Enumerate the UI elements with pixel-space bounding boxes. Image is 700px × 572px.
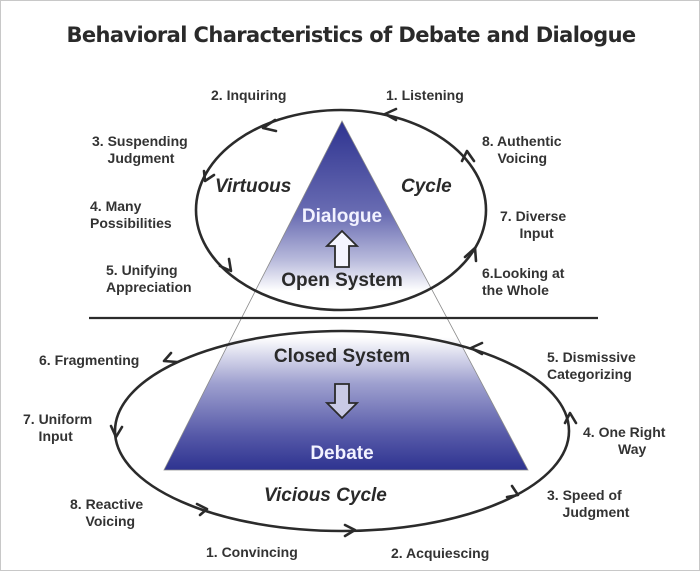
behavior-one-right-way: 4. One Right Way <box>583 424 666 457</box>
arrowhead-icon <box>109 424 124 439</box>
arrowhead-icon <box>343 523 357 538</box>
behavior-speed-of-judgment: 3. Speed of Judgment <box>547 487 630 520</box>
behavior-diverse-input: 7. Diverse Input <box>500 208 567 241</box>
virtuous-cycle-ellipse <box>194 108 488 312</box>
arrowhead-icon <box>195 502 209 517</box>
behavior-dismissive-categorizing: 5. Dismissive Categorizing <box>547 349 636 382</box>
arrowhead-icon <box>218 257 233 273</box>
up-arrow-icon <box>324 229 360 268</box>
arrowhead-icon <box>383 107 398 122</box>
arrowhead-icon <box>505 484 520 499</box>
pyramid-outline <box>163 120 529 471</box>
behavior-suspending-judgment: 3. Suspending Judgment <box>92 133 188 166</box>
closed-system-label: Closed System <box>273 346 411 367</box>
arrowhead-icon <box>162 351 179 364</box>
arrowhead-icon <box>563 411 578 425</box>
behavior-fragmenting: 6. Fragmenting <box>39 352 140 368</box>
behavior-looking-at-whole: 6.Looking at the Whole <box>482 265 565 298</box>
vicious-cycle-label: Vicious Cycle <box>264 485 387 506</box>
vicious-cycle-ellipse <box>113 329 571 533</box>
behavior-inquiring: 2. Inquiring <box>211 87 287 103</box>
dialogue-label: Dialogue <box>301 206 383 227</box>
arrowhead-icon <box>460 149 476 163</box>
arrowhead-icon <box>469 341 484 356</box>
open-system-label: Open System <box>281 270 403 291</box>
arrowhead-icon <box>463 246 478 263</box>
behavior-convincing: 1. Convincing <box>206 544 298 560</box>
behavior-acquiescing: 2. Acquiescing <box>391 545 490 561</box>
diagram-title: Behavioral Characteristics of Debate and… <box>66 23 636 47</box>
behavior-listening: 1. Listening <box>386 87 464 103</box>
behavior-uniform-input: 7. Uniform Input <box>23 411 93 444</box>
debate-label: Debate <box>310 443 374 464</box>
down-arrow-icon <box>324 383 360 420</box>
behavior-unifying-appreciation: 5. Unifying Appreciation <box>106 262 192 295</box>
behavior-many-possibilities: 4. Many Possibilities <box>90 198 172 231</box>
arrowhead-icon <box>261 118 278 133</box>
virtuous-label: Virtuous <box>215 176 292 197</box>
behavior-reactive-voicing: 8. Reactive Voicing <box>70 496 144 529</box>
behavior-authentic-voicing: 8. Authentic Voicing <box>482 133 562 166</box>
arrowhead-icon <box>202 169 216 183</box>
cycle-label-upper: Cycle <box>401 176 452 197</box>
